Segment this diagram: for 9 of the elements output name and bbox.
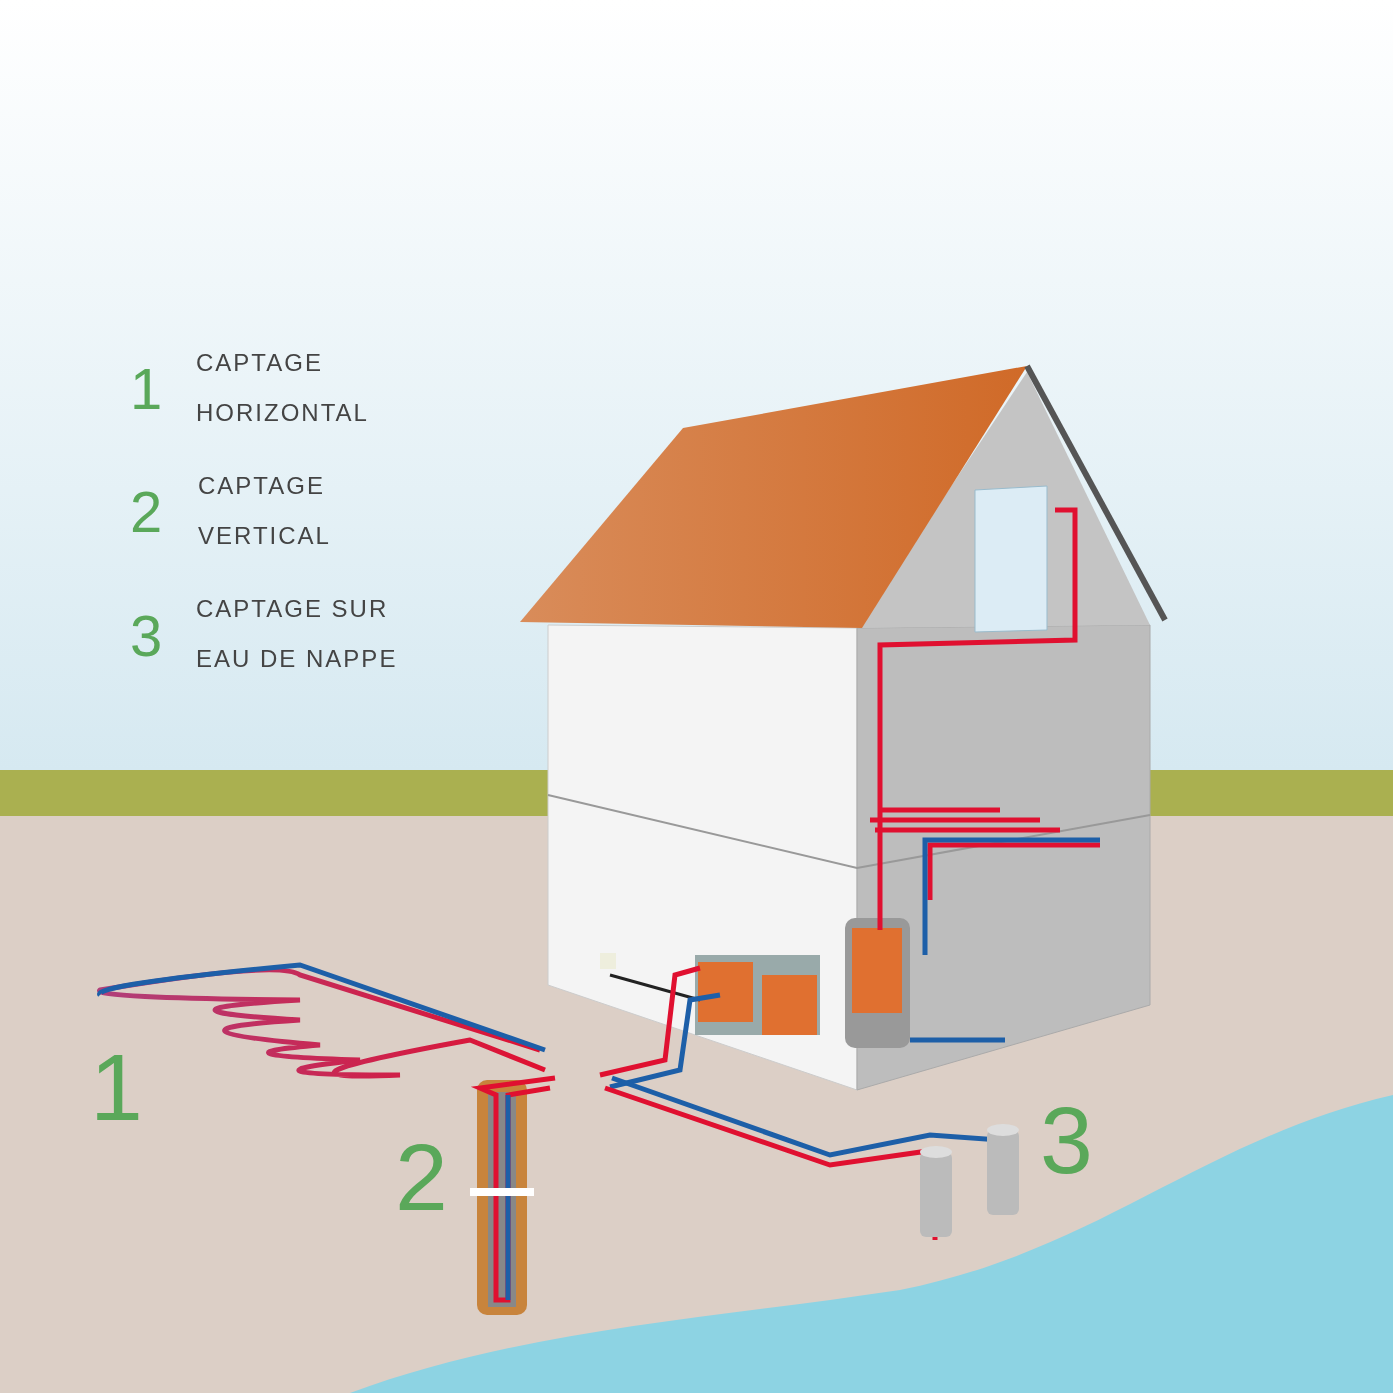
callout-number: 3 (130, 607, 163, 665)
callout-number: 3 (1040, 1093, 1093, 1188)
callout-number: 2 (395, 1130, 448, 1225)
caption-text: CAPTAGE VERTICAL (198, 471, 332, 551)
callout-number: 1 (130, 360, 163, 418)
caption-text: CAPTAGE HORIZONTAL (196, 348, 370, 428)
callout-number: 2 (130, 483, 163, 541)
caption-text: CAPTAGE SUR EAU DE NAPPE (196, 594, 399, 674)
callout-number: 1 (90, 1040, 143, 1135)
